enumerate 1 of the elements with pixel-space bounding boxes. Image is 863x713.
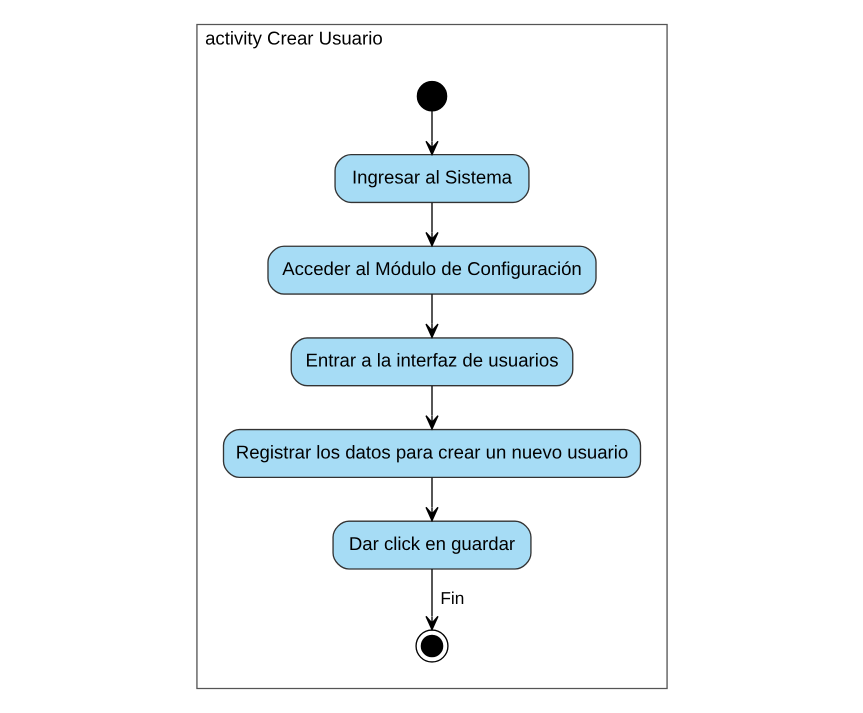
edge-label: Fin — [440, 588, 464, 608]
